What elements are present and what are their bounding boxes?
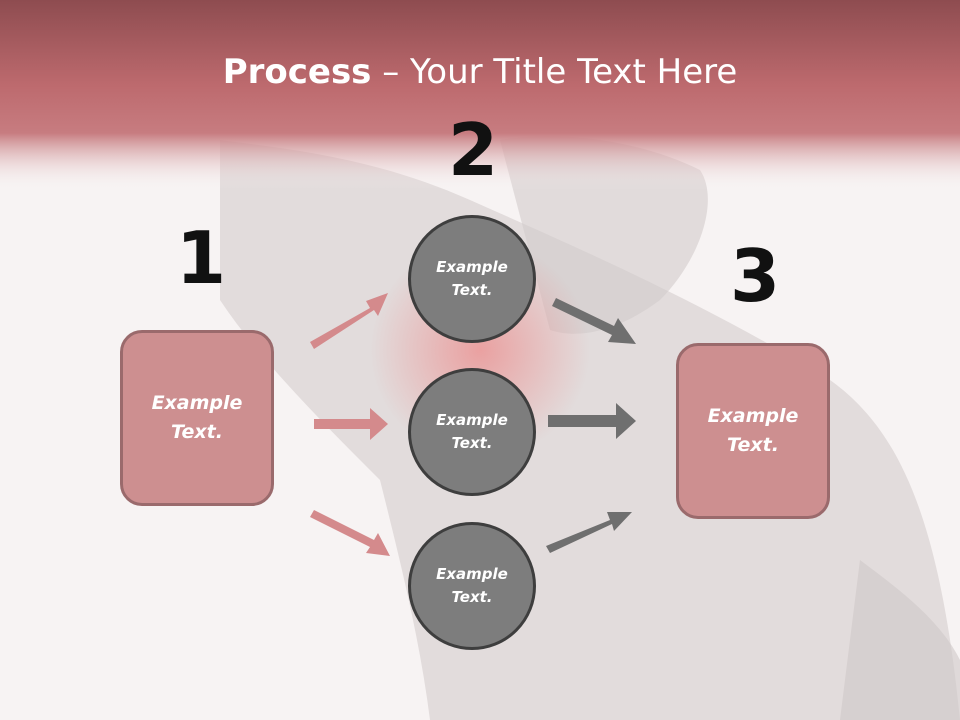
arrow-right-down	[552, 298, 636, 344]
circle-bottom-text: Example Text.	[436, 565, 508, 606]
step-3-text: Example Text.	[707, 405, 799, 456]
step-3-box: Example Text.	[676, 343, 830, 519]
arrow-right-up	[546, 512, 632, 553]
step-1-text: Example Text.	[151, 392, 243, 443]
circle-top: Example Text.	[408, 215, 536, 343]
circle-middle-text: Example Text.	[436, 411, 508, 452]
arrow-left-middle	[314, 408, 388, 440]
slide-title: Process – Your Title Text Here	[0, 52, 960, 92]
arrow-right-middle	[548, 403, 636, 439]
circle-top-text: Example Text.	[436, 258, 508, 299]
step-2-number: 2	[448, 108, 499, 192]
title-rest: – Your Title Text Here	[371, 52, 738, 92]
circle-middle: Example Text.	[408, 368, 536, 496]
step-3-number: 3	[730, 234, 781, 318]
arrow-left-down	[310, 510, 390, 556]
step-1-number: 1	[176, 216, 227, 300]
arrow-left-up	[310, 293, 388, 349]
title-bold: Process	[222, 52, 372, 92]
step-1-box: Example Text.	[120, 330, 274, 506]
circle-bottom: Example Text.	[408, 522, 536, 650]
